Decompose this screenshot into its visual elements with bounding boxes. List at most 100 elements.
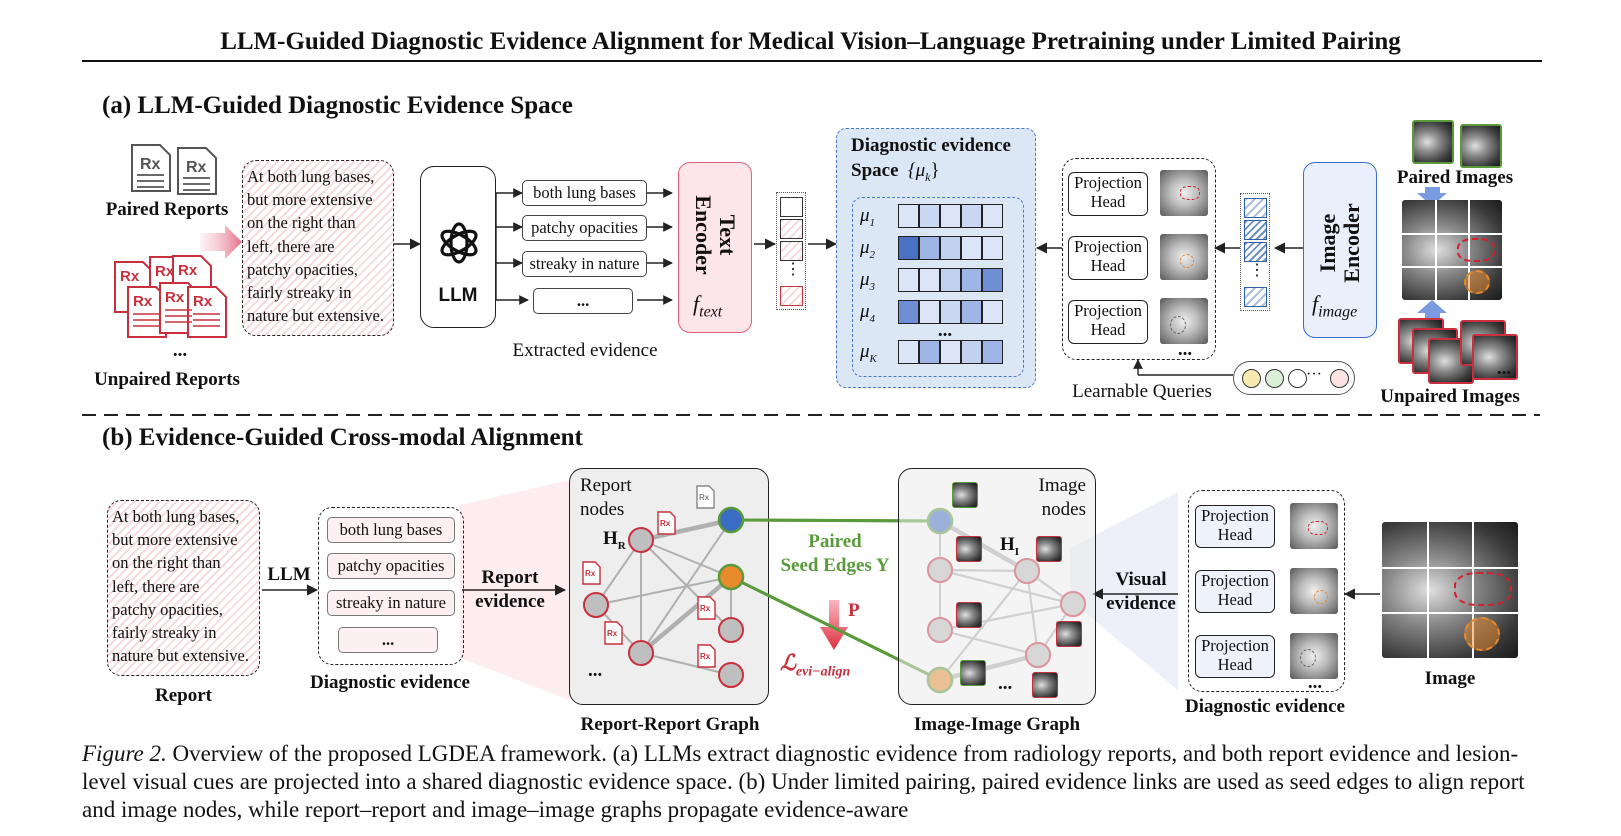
visual-evidence-funnel (1070, 492, 1178, 690)
prototype-cell (919, 340, 940, 364)
svg-text:Rx: Rx (193, 293, 213, 310)
report-line: nature but extensive. (112, 646, 249, 666)
prototype-cell (961, 268, 982, 292)
diagnostic-evidence-label: Diagnostic evidence (310, 672, 470, 693)
rx-glyph: Rx (140, 156, 161, 173)
prototype-cell (982, 204, 1003, 228)
p-label: P (848, 600, 860, 621)
f-image-symbol: fimage (1312, 291, 1358, 321)
projection-group-b (1188, 490, 1345, 692)
prototype-cell (982, 268, 1003, 292)
report-text-box: At both lung bases, but more extensive o… (242, 160, 394, 336)
up-arrow (1417, 300, 1447, 320)
h-i-symbol: HI (1000, 534, 1020, 558)
evidence-pill: both lung bases (522, 180, 647, 206)
p-arrow (820, 600, 848, 650)
prototype-cell (940, 204, 961, 228)
report-line: fairly streaky in (247, 283, 352, 303)
pink-arrow (200, 225, 242, 259)
chest-xray-image (1382, 522, 1518, 658)
report-line: At both lung bases, (112, 507, 240, 526)
learnable-queries-label: Learnable Queries (1072, 381, 1212, 402)
panel-a-heading: (a) LLM-Guided Diagnostic Evidence Space (102, 92, 573, 119)
lesion-crop-image (1160, 234, 1208, 280)
prototype-cell (940, 340, 961, 364)
prototype-cell (898, 204, 919, 228)
evidence-pill: streaky in nature (522, 251, 647, 277)
image-label: Image (1424, 668, 1476, 689)
prototype-cell (919, 268, 940, 292)
space-title-2: Space {μk} (851, 160, 940, 184)
unpaired-images-label: Unpaired Images (1380, 386, 1520, 407)
report-line: patchy opacities, (247, 259, 358, 279)
diagnostic-evidence-box-b (318, 507, 464, 665)
figure-caption: Figure 2. Overview of the proposed LGDEA… (82, 740, 1552, 824)
paired-images-label: Paired Images (1396, 167, 1514, 188)
svg-text:Rx: Rx (165, 289, 185, 306)
prototype-label: μK (860, 341, 877, 365)
evidence-pill: ... (338, 627, 438, 653)
graph-xray-thumb (1056, 621, 1082, 647)
paired-report-icon (131, 144, 217, 195)
prototype-cell (898, 268, 919, 292)
loss-label: ℒevi−align (780, 650, 851, 680)
text-token-stack: ⋮ (776, 192, 806, 310)
report-graph-ellipsis: ... (588, 660, 603, 681)
f-text-symbol: ftext (693, 291, 723, 321)
report-line: left, there are (247, 236, 335, 256)
paired-reports-label: Paired Reports (105, 199, 229, 220)
prototype-label: μ4 (860, 301, 876, 325)
graph-xray-thumb (956, 536, 982, 562)
prototype-ellipsis: ... (937, 320, 953, 341)
unpaired-image-thumb (1472, 334, 1518, 380)
svg-text:Rx: Rx (155, 263, 175, 280)
lesion-crop-image (1290, 633, 1338, 679)
prototype-label: μ2 (860, 237, 876, 261)
paired-report-lines (137, 174, 210, 191)
image-token-stack: ⋮ (1240, 193, 1270, 311)
unpaired-reports-label: Unpaired Reports (94, 369, 240, 390)
svg-text:Rx: Rx (133, 293, 153, 310)
llm-label: LLM (438, 285, 478, 306)
lesion-crop-image (1160, 298, 1208, 344)
unpaired-ellipsis: ... (1496, 358, 1512, 379)
prototype-label: μ3 (860, 269, 876, 293)
title-rule (82, 60, 1542, 62)
paired-image-thumb (1412, 120, 1454, 164)
extracted-evidence-label: Extracted evidence (512, 340, 658, 361)
openai-logo-icon (440, 222, 478, 264)
rx-glyph: Rx (186, 159, 207, 176)
report-line: left, there are (112, 576, 200, 596)
prototype-cell (961, 236, 982, 260)
report-graph-label: Report-Report Graph (580, 714, 760, 735)
learnable-queries-pill: ··· (1233, 361, 1355, 395)
prototype-cell (898, 340, 919, 364)
prototype-cell (940, 268, 961, 292)
prototype-cell (919, 300, 940, 324)
chest-xray-with-patches (1402, 200, 1502, 300)
report-line: on the right than (247, 213, 356, 233)
graph-xray-thumb (956, 602, 982, 628)
token-ellipsis: ⋮ (785, 261, 801, 278)
lesion-crop-image (1290, 568, 1338, 614)
svg-text:Rx: Rx (120, 268, 140, 285)
prototype-cell (898, 236, 919, 260)
diagnostic-evidence-label-b: Diagnostic evidence (1185, 696, 1345, 717)
image-graph-box (898, 468, 1096, 705)
lesion-crop-image (1290, 503, 1338, 549)
panel-b-heading: (b) Evidence-Guided Cross-modal Alignmen… (102, 424, 583, 451)
evidence-pill: patchy opacities (522, 215, 647, 241)
graph-xray-thumb (1032, 672, 1058, 698)
prototype-cell (940, 300, 961, 324)
graph-xray-thumb (952, 482, 978, 508)
llm-box: LLM (420, 166, 496, 328)
